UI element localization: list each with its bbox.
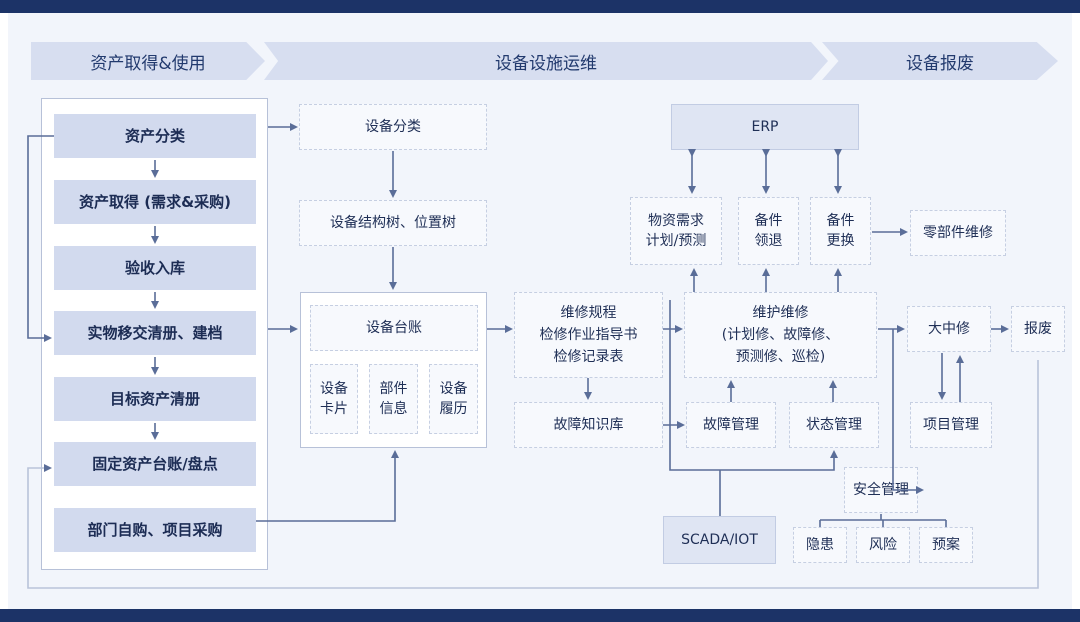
fault-management: 故障管理 <box>686 402 776 448</box>
equipment-card: 设备 卡片 <box>310 364 358 434</box>
spare-parts-return: 备件 领退 <box>738 197 799 265</box>
phase-operation: 设备设施运维 <box>264 42 828 80</box>
arrow-scrap-to-fixed-ledger <box>27 360 1039 589</box>
safety-management: 安全管理 <box>844 467 918 513</box>
top-bar <box>0 0 1080 13</box>
material-demand-plan: 物资需求 计划/预测 <box>630 197 722 265</box>
project-management: 项目管理 <box>910 402 992 448</box>
asset-step-self-purchase: 部门自购、项目采购 <box>54 508 256 552</box>
fault-knowledge-base: 故障知识库 <box>514 402 663 448</box>
asset-step-handover: 实物移交清册、建档 <box>54 311 256 355</box>
phase-acquire-use: 资产取得&使用 <box>31 42 265 80</box>
overhaul: 大中修 <box>907 306 991 352</box>
component-repair: 零部件维修 <box>910 210 1006 256</box>
arrow-maintain-to-safety <box>892 329 924 494</box>
arrow-scada-to-status <box>669 300 838 471</box>
equipment-structure-tree: 设备结构树、位置树 <box>299 200 487 246</box>
asset-step-target-list: 目标资产清册 <box>54 377 256 421</box>
asset-step-classification: 资产分类 <box>54 114 256 158</box>
asset-step-fixed-ledger: 固定资产台账/盘点 <box>54 442 256 486</box>
maintenance-repair: 维护维修 (计划修、故障修、 预测修、巡检) <box>684 292 877 378</box>
contingency-plan: 预案 <box>919 527 973 563</box>
equipment-ledger: 设备台账 <box>310 305 478 351</box>
asset-step-warehousing: 验收入库 <box>54 246 256 290</box>
arrow-loop-classification-handover <box>27 135 54 342</box>
component-info: 部件 信息 <box>369 364 418 434</box>
status-management: 状态管理 <box>789 402 879 448</box>
equipment-history: 设备 履历 <box>429 364 478 434</box>
scrap: 报废 <box>1011 306 1065 352</box>
arrow-purchase-to-ledger <box>256 450 399 522</box>
maintenance-docs: 维修规程 检修作业指导书 检修记录表 <box>514 292 663 378</box>
hazard: 隐患 <box>793 527 847 563</box>
spare-parts-replace: 备件 更换 <box>810 197 871 265</box>
bottom-bar <box>0 609 1080 622</box>
risk: 风险 <box>856 527 910 563</box>
phase-scrap: 设备报废 <box>822 42 1058 80</box>
erp-system: ERP <box>671 104 859 150</box>
equipment-classification: 设备分类 <box>299 104 487 150</box>
scada-iot: SCADA/IOT <box>663 516 776 564</box>
asset-step-acquisition: 资产取得 (需求&采购) <box>54 180 256 224</box>
